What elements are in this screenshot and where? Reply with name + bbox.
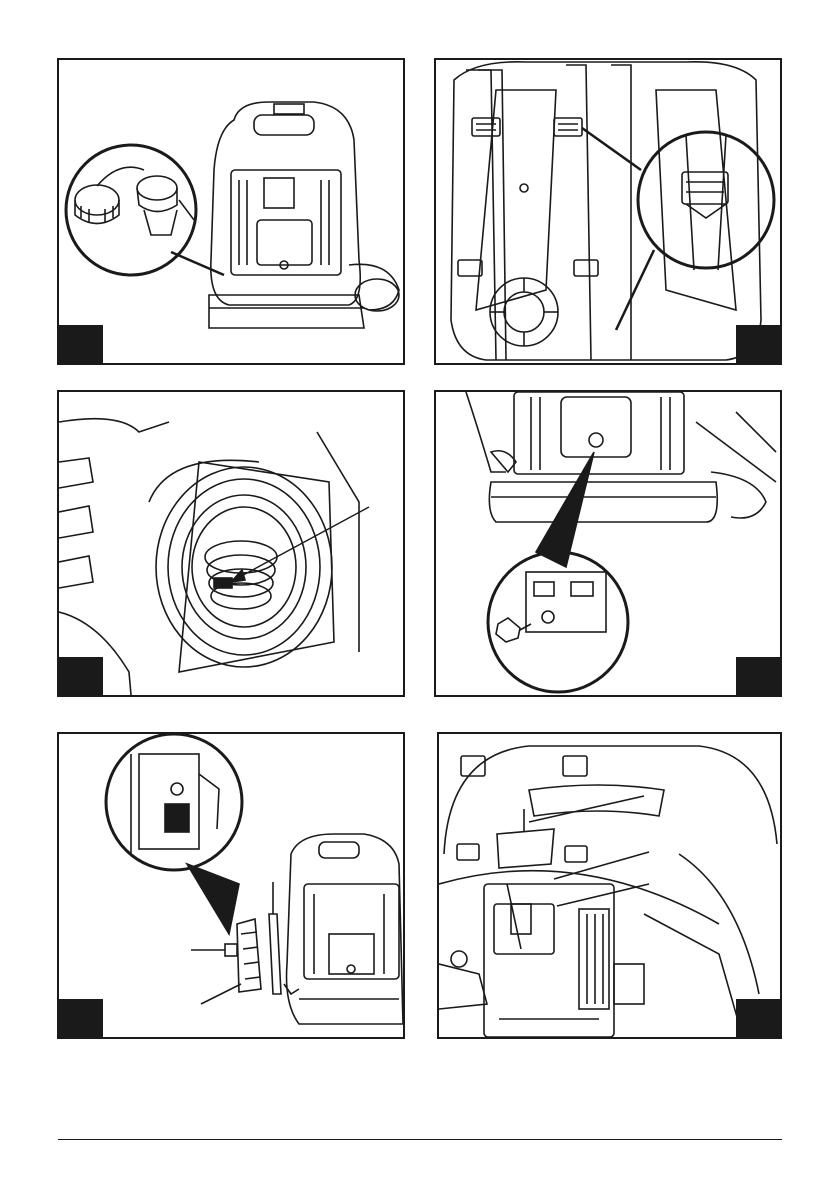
harness-straps-illustration	[436, 60, 780, 363]
figure-fuel-cap	[57, 58, 405, 365]
figure-number-badge	[59, 657, 103, 695]
figure-number-badge	[59, 999, 103, 1037]
figure-number-badge	[59, 325, 103, 363]
figure-harness-straps	[434, 58, 782, 365]
fuel-cap-illustration	[59, 60, 403, 363]
tube-connection-illustration	[59, 392, 403, 695]
figure-number-badge	[736, 325, 780, 363]
drain-plug-illustration	[436, 392, 780, 695]
figure-spark-plug-cover	[437, 732, 782, 1039]
air-filter-illustration	[59, 734, 403, 1037]
figure-number-badge	[736, 999, 780, 1037]
footer-rule	[58, 1139, 782, 1140]
spark-plug-cover-illustration	[439, 734, 780, 1037]
figure-drain-plug	[434, 390, 782, 697]
figure-air-filter	[57, 732, 405, 1039]
figure-tube-connection	[57, 390, 405, 697]
figure-number-badge	[736, 657, 780, 695]
